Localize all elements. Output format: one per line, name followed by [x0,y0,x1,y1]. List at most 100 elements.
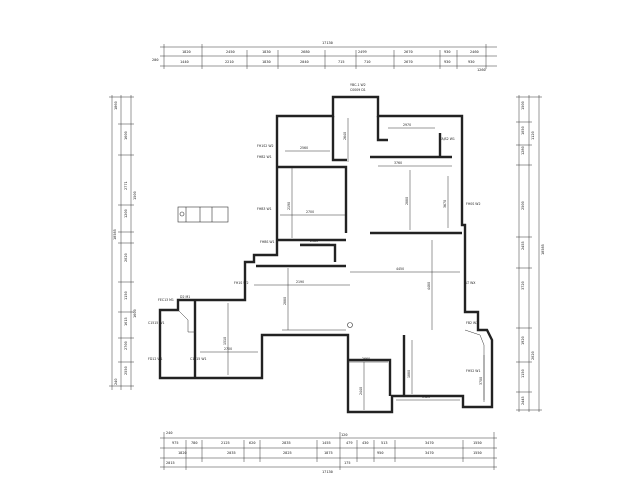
room-dim-13: 2880 [283,297,287,305]
top-dim-2-2: 2210 [225,60,234,64]
room-dim-8: 2880 [405,197,409,205]
top-dim-2-7: 2670 [404,60,413,64]
bottom-dim-1-13: 1550 [473,441,482,445]
top-dim-2-4: 2040 [300,60,309,64]
room-dim-4: 2700 [306,210,314,214]
top-dimension-chain: 17130 1820 2450 1830 2680 2499 2670 930 … [152,41,497,72]
room-dim-2: 2640 [343,132,347,140]
room-dim-20: 2440 [359,387,363,395]
tag-6: FAJS2 W1 [440,137,455,141]
tag-17: FH52 W1 [466,369,480,373]
bay-window-right [464,329,485,400]
tag-16: FD12 W1 [148,357,163,361]
top-dim-2-6: 710 [364,60,371,64]
bottom-dim-1-11: 513 [381,441,388,445]
right-inner-3: 1280 [521,146,525,155]
left-mid-2: 1600 [133,309,137,318]
top-dim-1-8: 2460 [470,50,479,54]
tag-8: FHBS W1 [260,240,275,244]
room-dim-7: 2190 [296,280,304,284]
left-inner-5: 1150 [124,291,128,300]
right-inner-5: 2455 [521,241,525,250]
left-inner-6: 1615 [124,317,128,326]
top-dim-2-3: 1830 [262,60,271,64]
right-inner-4: 2500 [521,201,525,210]
tag-13: C1515 W1 [148,321,165,325]
left-outer-6: 240 [114,379,118,386]
left-dimension-chain: 18585 1860 1600 2771 1200 2020 1150 1615… [109,95,137,390]
room-dim-19: 1880 [407,370,411,378]
room-dim-3: 2970 [403,123,411,127]
bottom-dim-1-9: 479 [346,441,353,445]
bottom-dim-1-1: 240 [166,431,173,435]
top-dim-1-1: 1820 [182,50,191,54]
tag-11: FEC13 M1 [158,298,174,302]
window-door-tags: YBC-1 W2 C0009 D1 FH1S2 W2 FHB2 W1 FHB3 … [148,83,480,373]
top-dim-1-2: 2450 [226,50,235,54]
tag-2: C0009 D1 [350,88,366,92]
left-inner-4: 2020 [124,253,128,262]
bottom-dim-3-2: 175 [344,461,351,465]
bottom-total-dimension: 17130 [322,470,333,474]
top-dim-1-7: 930 [444,50,451,54]
bottom-dim-3-1: 2015 [166,461,175,465]
exterior-walls [158,95,494,414]
left-inner-2: 2771 [124,181,128,190]
left-mid-1: 1500 [133,191,137,200]
bottom-dim-1-5: 620 [249,441,256,445]
right-mid-1: 1120 [531,131,535,140]
room-dim-1: 2560 [300,146,308,150]
bottom-dim-1-12: 3470 [425,441,434,445]
legend-symbol [177,206,229,223]
bottom-dim-1-4: 2125 [221,441,230,445]
tag-10: FLT WX [464,281,476,285]
room-dim-9: 4480 [427,282,431,290]
right-inner-7: 1920 [521,336,525,345]
bottom-dim-2-4: 1875 [324,451,333,455]
tag-4: FHB2 W1 [257,155,272,159]
left-total-dimension: 18585 [113,229,117,240]
left-inner-1: 1600 [124,131,128,140]
right-inner-9: 2445 [521,396,525,405]
bottom-dim-2-2: 2035 [227,451,236,455]
top-dim-2-8: 930 [444,60,451,64]
room-dim-15: 2700 [224,347,232,351]
tag-7: FH0S W2 [466,202,480,206]
left-outer-1: 1860 [114,101,118,110]
right-total-dimension: 18585 [541,244,545,255]
top-dim-2-9: 930 [468,60,475,64]
top-dim-1-3: 1830 [262,50,271,54]
tag-9: FH1S W2 [234,281,248,285]
tag-14: FB2 W2 [466,321,478,325]
room-dim-12: 3670 [443,200,447,208]
top-dim-left-small: 200 [152,58,159,62]
room-dimension-labels: 2560 2640 2970 2700 2180 4450 2190 2880 … [223,123,483,399]
room-dim-11: 2190 [287,202,291,210]
room-dim-14: 1510 [223,337,227,345]
room-dim-17: 2660 [362,357,370,361]
room-dim-6: 4450 [396,267,404,271]
bottom-dim-1-6: 2835 [282,441,291,445]
tag-15: C1515 W1 [190,357,207,361]
tag-5: FHB3 W1 [257,207,272,211]
room-dim-10: 3760 [394,161,402,165]
top-dim-right-small: 1260 [477,68,486,72]
top-dim-1-5: 2499 [358,50,367,54]
top-total-dimension: 17130 [322,41,333,45]
bottom-dim-2-5: 950 [377,451,384,455]
right-mid-2: 2020 [531,351,535,360]
top-dim-2-1: 1440 [180,60,189,64]
tag-3: FH1S2 W2 [257,144,274,148]
right-inner-2: 1050 [521,126,525,135]
bottom-dim-1-2: 975 [172,441,179,445]
right-dimension-chain: 18585 1500 1050 1280 2500 2455 3720 1920… [516,95,545,412]
marker-circle [347,322,353,328]
room-dim-18: 3700 [479,377,483,385]
bottom-dim-1-7: 1455 [322,441,331,445]
room-dim-16: 3420 [422,395,430,399]
top-dim-1-6: 2670 [404,50,413,54]
bottom-dim-1-8: 120 [341,433,348,437]
top-dim-2-5: 715 [338,60,345,64]
bottom-dim-1-10: 430 [362,441,369,445]
